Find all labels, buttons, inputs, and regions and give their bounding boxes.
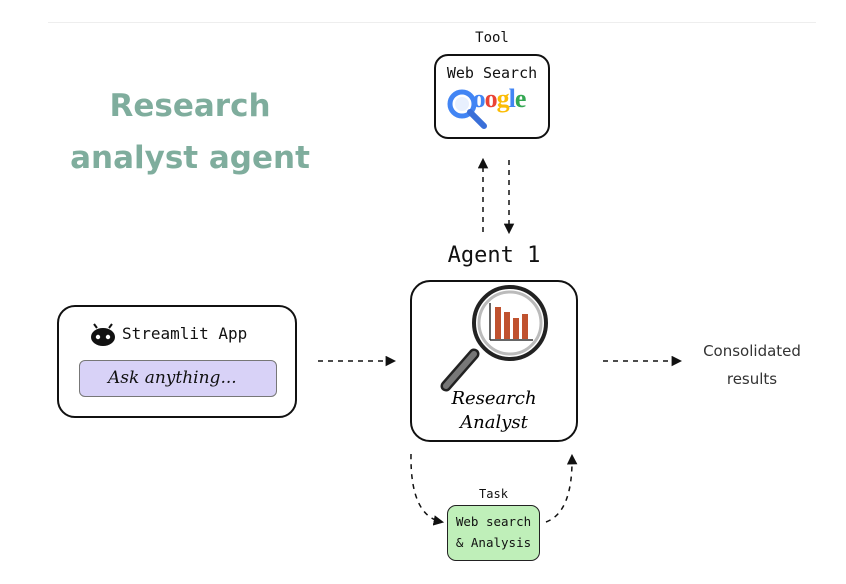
- google-magnifier-icon: [447, 89, 487, 129]
- task-line-2: & Analysis: [455, 535, 532, 550]
- agent-header: Agent 1: [447, 243, 541, 268]
- magnifier-bar-chart-icon: [440, 285, 548, 392]
- tool-name: Web Search: [446, 64, 538, 82]
- task-to-agent-arrow: [545, 453, 578, 523]
- ask-input[interactable]: Ask anything...: [79, 360, 277, 397]
- title-line-1: Research: [109, 88, 271, 124]
- title-line-2: analyst agent: [70, 140, 310, 176]
- top-divider: [48, 22, 816, 23]
- app-name: Streamlit App: [122, 324, 248, 343]
- task-header: Task: [479, 487, 508, 501]
- agent-role-line-2: Analyst: [460, 412, 528, 433]
- agent-to-task-arrow: [410, 453, 445, 526]
- tool-header: Tool: [475, 30, 509, 46]
- output-line-2: results: [726, 370, 778, 388]
- agent-role-line-1: Research: [451, 388, 537, 409]
- task-line-1: Web search: [455, 514, 532, 529]
- google-g-letter: G: [446, 88, 465, 118]
- output-line-1: Consolidated: [703, 342, 801, 360]
- robot-icon: [91, 323, 115, 346]
- agent-box: Research Analyst: [410, 280, 578, 442]
- task-box: Web search & Analysis: [447, 505, 540, 561]
- google-logo: oogle: [472, 84, 527, 113]
